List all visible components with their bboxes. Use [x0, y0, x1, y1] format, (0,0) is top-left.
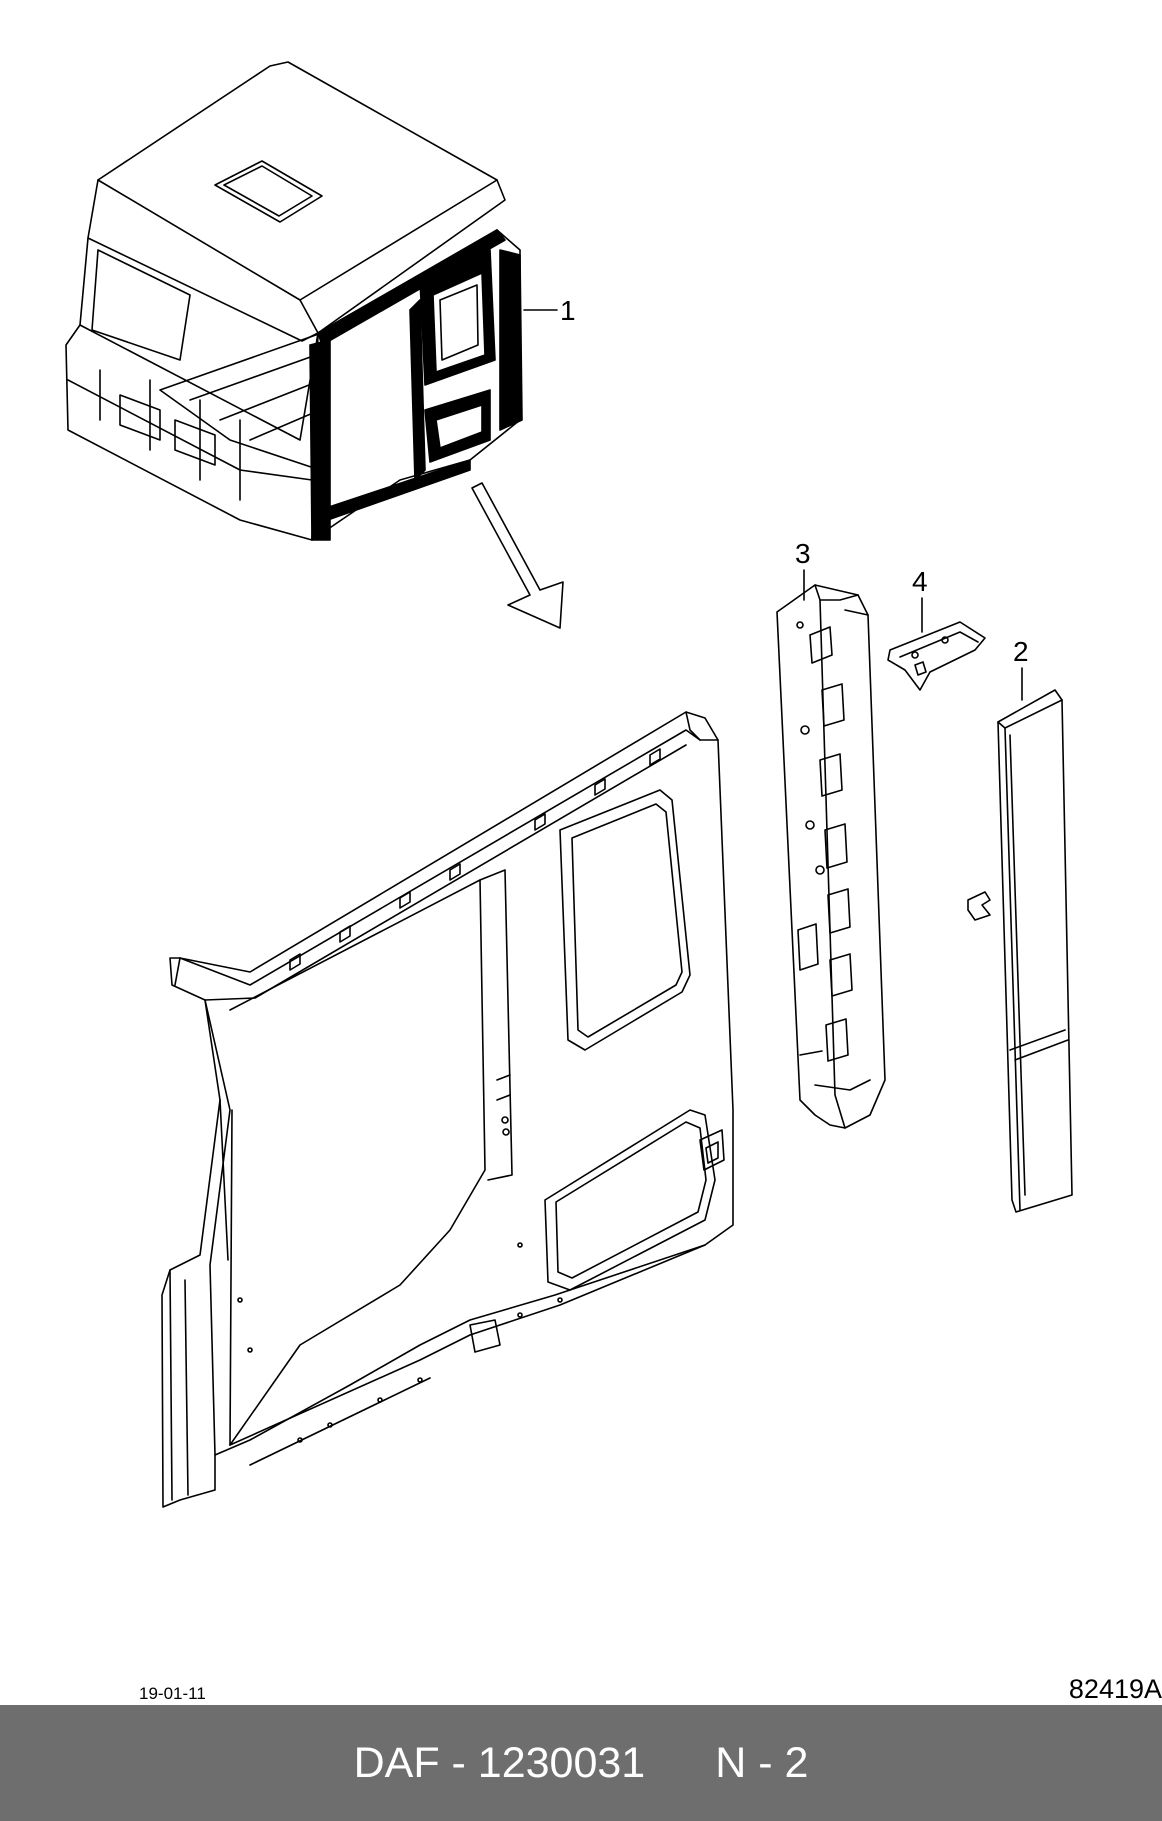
explode-arrow — [471, 482, 564, 629]
callout-4: 4 — [912, 566, 928, 633]
callout-4-label: 4 — [912, 566, 928, 597]
part-3-pillar — [776, 584, 886, 1129]
part-4-bracket — [887, 621, 986, 691]
part-2-trim — [967, 689, 1073, 1213]
part-number: DAF - 1230031 — [353, 1738, 646, 1787]
callout-1: 1 — [523, 295, 576, 326]
exploded-parts-diagram: 1 — [65, 61, 1073, 1508]
side-panel-assembly — [161, 711, 734, 1508]
page-indicator: N - 2 — [715, 1738, 809, 1787]
date-label: 19-01-11 — [139, 1684, 206, 1703]
callout-3: 3 — [795, 538, 811, 601]
callout-3-label: 3 — [795, 538, 811, 569]
callout-1-label: 1 — [560, 295, 576, 326]
callout-2-label: 2 — [1013, 636, 1029, 667]
cab-assembly — [65, 61, 523, 541]
footer-bar: DAF - 1230031 N - 2 — [0, 1705, 1162, 1821]
callout-2: 2 — [1013, 636, 1029, 701]
reference-number: 82419A — [1068, 1674, 1162, 1704]
